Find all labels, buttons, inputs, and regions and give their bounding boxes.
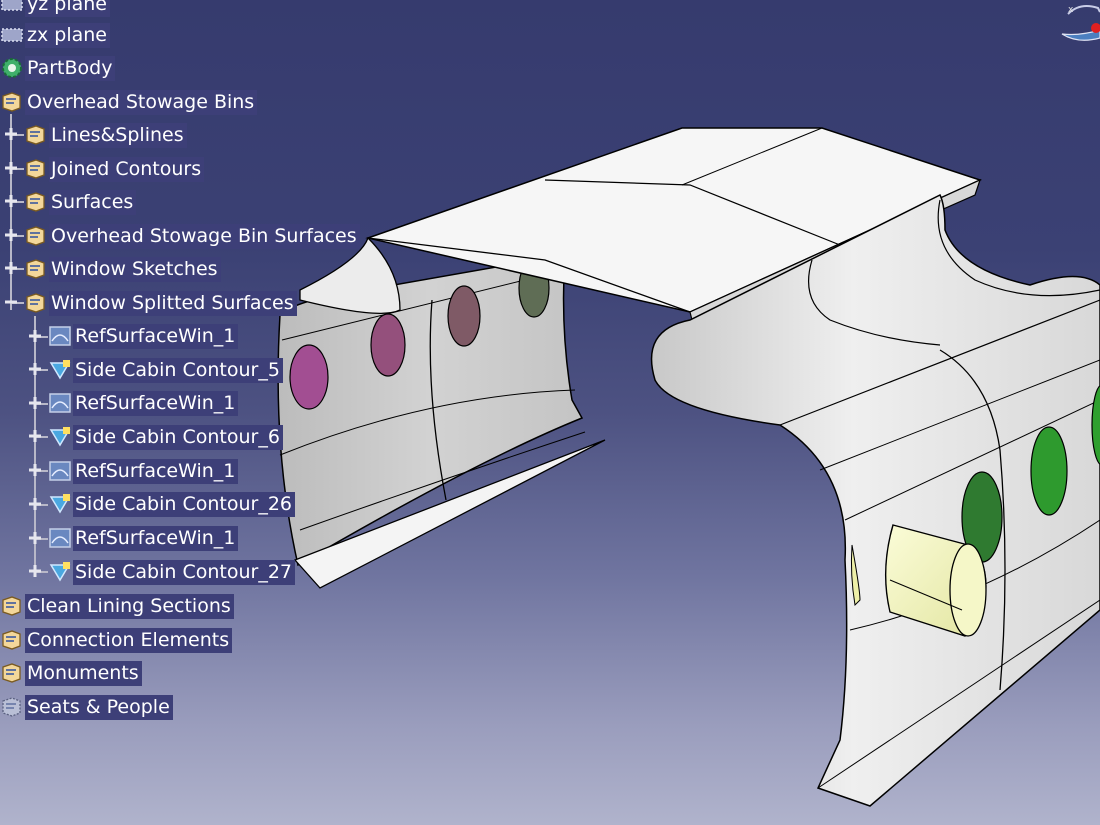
- tree-node-label: Side Cabin Contour_5: [73, 357, 283, 383]
- tree-node-label: Lines&Splines: [49, 122, 187, 148]
- tree-node-label: Connection Elements: [25, 627, 233, 653]
- geometrical-set-icon: [26, 259, 45, 279]
- tree-node-zx-plane[interactable]: zx plane: [0, 22, 110, 48]
- expand-toggle[interactable]: [27, 328, 43, 344]
- tree-node-label: Side Cabin Contour_26: [73, 491, 295, 517]
- tree-node-monuments[interactable]: Monuments: [0, 660, 142, 686]
- expand-toggle[interactable]: [27, 563, 43, 579]
- geometrical-set-icon: [26, 192, 45, 212]
- surface-icon: [49, 528, 71, 548]
- tree-node-yz-plane[interactable]: yz plane: [0, 0, 110, 17]
- tree-branch-line: [34, 316, 36, 574]
- geometrical-set-icon: [26, 293, 45, 313]
- tree-node-side-cabin-contour-6[interactable]: Side Cabin Contour_6: [48, 424, 283, 450]
- specification-tree: yz plane zx plane PartBody Overhead Stow…: [0, 0, 360, 725]
- expand-toggle[interactable]: [3, 160, 19, 176]
- split-surface-icon: [49, 427, 71, 447]
- geometrical-set-icon: [26, 159, 45, 179]
- compass-icon[interactable]: x: [1060, 0, 1100, 45]
- tree-node-label: Overhead Stowage Bin Surfaces: [49, 223, 360, 249]
- geometrical-set-icon: [26, 226, 45, 246]
- tree-node-refsurfacewin-1[interactable]: RefSurfaceWin_1: [48, 525, 239, 551]
- surface-icon: [49, 393, 71, 413]
- split-surface-icon: [49, 562, 71, 582]
- expand-toggle[interactable]: [27, 361, 43, 377]
- surface-icon: [49, 461, 71, 481]
- tree-node-label: Monuments: [25, 660, 142, 686]
- tree-branch-line: [10, 114, 12, 310]
- window-brown: [447, 285, 481, 347]
- tree-node-label: Joined Contours: [49, 156, 205, 182]
- tree-node-side-cabin-contour-26[interactable]: Side Cabin Contour_26: [48, 491, 295, 517]
- left-side-cabin-wall[interactable]: [277, 254, 606, 589]
- tree-node-label: yz plane: [25, 0, 110, 17]
- right-side-cabin-wall[interactable]: [650, 193, 1100, 807]
- split-surface-icon: [49, 360, 71, 380]
- expand-toggle[interactable]: [27, 496, 43, 512]
- partbody-gear-icon: [2, 58, 22, 78]
- tree-node-label: Side Cabin Contour_27: [73, 559, 295, 585]
- tree-node-seats-people[interactable]: Seats & People: [0, 694, 173, 720]
- tree-node-joined-contours[interactable]: Joined Contours: [24, 156, 205, 182]
- tree-node-partbody[interactable]: PartBody: [0, 55, 116, 81]
- tree-node-label: Surfaces: [49, 189, 137, 215]
- svg-text:x: x: [1068, 5, 1074, 15]
- plane-icon: [1, 0, 23, 11]
- expand-toggle[interactable]: [27, 462, 43, 478]
- collapse-toggle[interactable]: [3, 294, 19, 310]
- tree-node-refsurfacewin-1[interactable]: RefSurfaceWin_1: [48, 323, 239, 349]
- tree-node-label: RefSurfaceWin_1: [73, 525, 239, 551]
- window-magenta-2: [370, 313, 406, 377]
- tree-node-label: RefSurfaceWin_1: [73, 458, 239, 484]
- tree-node-overhead-stowage-bin-surfaces[interactable]: Overhead Stowage Bin Surfaces: [24, 223, 360, 249]
- geometrical-set-icon: [2, 663, 21, 683]
- tree-node-lines-splines[interactable]: Lines&Splines: [24, 122, 187, 148]
- tree-node-refsurfacewin-1[interactable]: RefSurfaceWin_1: [48, 390, 239, 416]
- tree-node-label: Window Sketches: [49, 256, 221, 282]
- tree-node-label: Clean Lining Sections: [25, 593, 234, 619]
- window-magenta-1: [289, 344, 329, 410]
- tree-node-connection-elements[interactable]: Connection Elements: [0, 627, 233, 653]
- tree-node-refsurfacewin-1[interactable]: RefSurfaceWin_1: [48, 458, 239, 484]
- expand-toggle[interactable]: [3, 260, 19, 276]
- hidden-geometrical-set-icon: [2, 697, 21, 717]
- surface-icon: [49, 326, 71, 346]
- window-green-3: [1091, 385, 1100, 465]
- expand-toggle[interactable]: [3, 227, 19, 243]
- expand-toggle[interactable]: [3, 126, 19, 142]
- expand-toggle[interactable]: [3, 193, 19, 209]
- tree-node-label: Seats & People: [25, 694, 173, 720]
- tree-node-label: Side Cabin Contour_6: [73, 424, 283, 450]
- expand-toggle[interactable]: [27, 428, 43, 444]
- tree-node-label: RefSurfaceWin_1: [73, 390, 239, 416]
- tree-node-side-cabin-contour-5[interactable]: Side Cabin Contour_5: [48, 357, 283, 383]
- window-green-2: [1030, 426, 1068, 516]
- split-surface-icon: [49, 494, 71, 514]
- tree-node-label: Overhead Stowage Bins: [25, 89, 258, 115]
- tree-node-label: RefSurfaceWin_1: [73, 323, 239, 349]
- expand-toggle[interactable]: [27, 395, 43, 411]
- tree-node-surfaces[interactable]: Surfaces: [24, 189, 137, 215]
- tree-node-label: PartBody: [25, 55, 116, 81]
- tree-node-clean-lining-sections[interactable]: Clean Lining Sections: [0, 593, 234, 619]
- tree-node-label: zx plane: [25, 22, 110, 48]
- tree-node-label: Window Splitted Surfaces: [49, 290, 297, 316]
- geometrical-set-icon: [2, 630, 21, 650]
- geometrical-set-icon: [2, 92, 21, 112]
- tree-node-window-splitted-surfaces[interactable]: Window Splitted Surfaces: [24, 290, 297, 316]
- tree-node-overhead-stowage-bins[interactable]: Overhead Stowage Bins: [0, 89, 258, 115]
- geometrical-set-icon: [2, 596, 21, 616]
- tree-node-side-cabin-contour-27[interactable]: Side Cabin Contour_27: [48, 559, 295, 585]
- plane-icon: [1, 28, 23, 42]
- expand-toggle[interactable]: [27, 530, 43, 546]
- tree-node-window-sketches[interactable]: Window Sketches: [24, 256, 221, 282]
- geometrical-set-icon: [26, 125, 45, 145]
